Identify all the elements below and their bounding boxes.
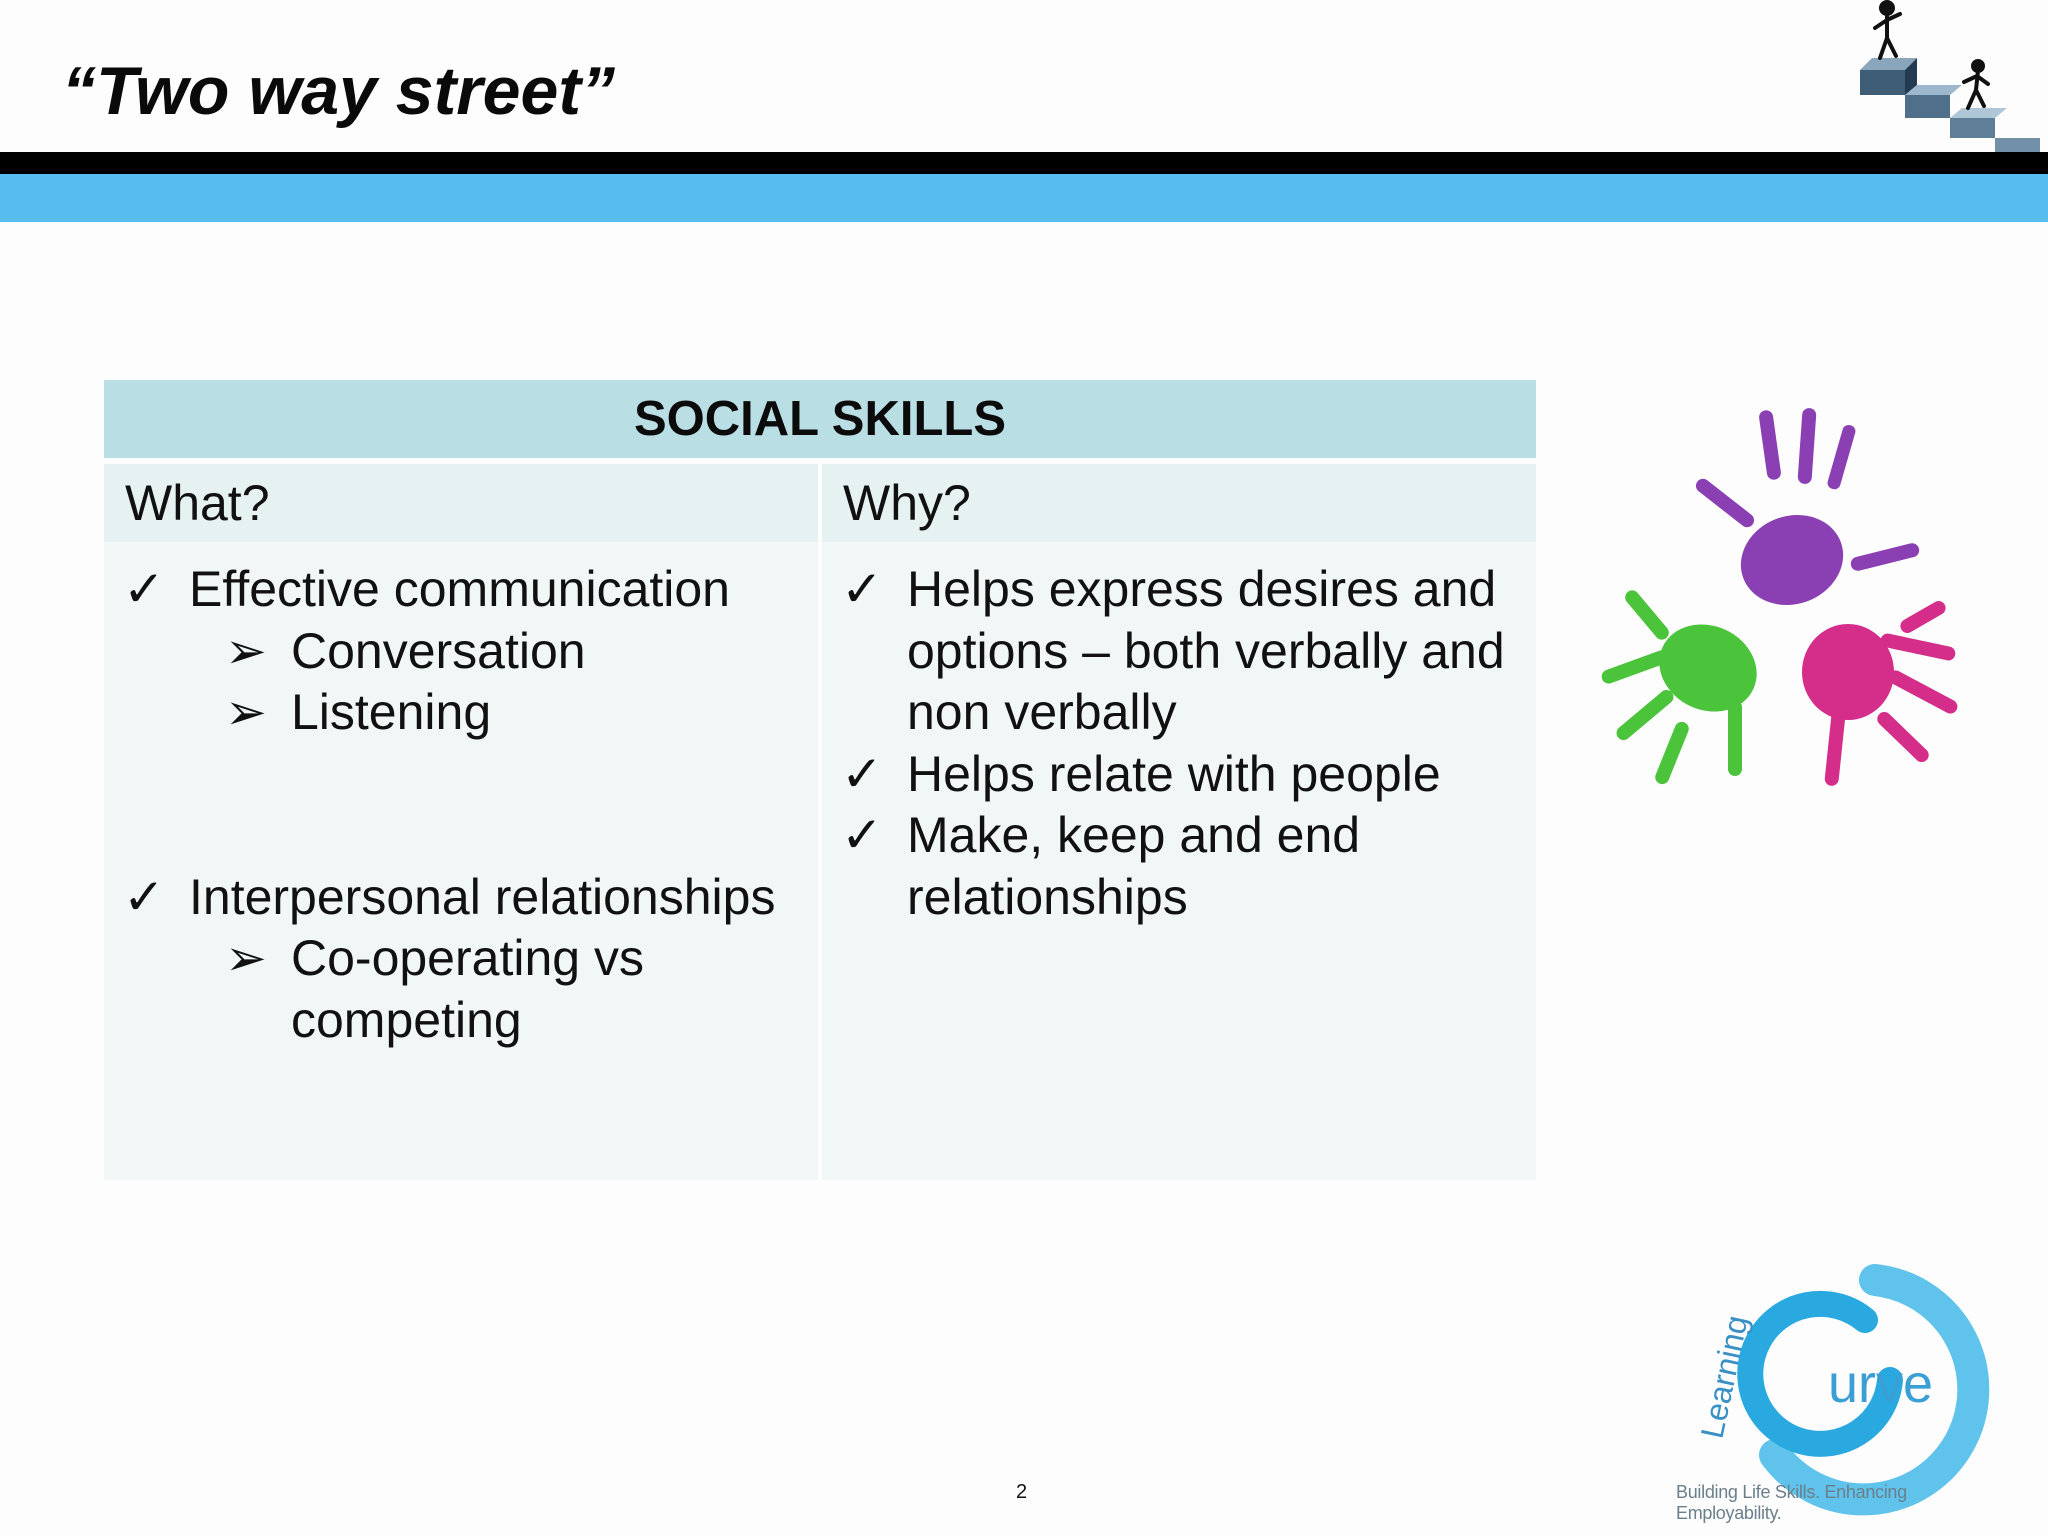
checkmark-icon: ✓: [123, 868, 165, 925]
logo-tagline: Building Life Skills. Enhancing Employab…: [1676, 1482, 1907, 1523]
sub-list-item-text: Co-operating vs competing: [291, 930, 644, 1048]
list-item-text: Interpersonal relationships: [189, 868, 776, 925]
checkmark-icon: ✓: [841, 807, 883, 863]
stairs-figures-image: [1860, 0, 2040, 152]
list-spacer: [105, 744, 817, 867]
arrow-bullet-icon: ➢: [225, 930, 267, 986]
list-item-text: Make, keep and end relationships: [907, 807, 1361, 925]
list-item: ✓ Helps relate with people: [823, 744, 1535, 806]
list-item: ✓ Helps express desires and options – bo…: [823, 559, 1535, 744]
title-underline-blue: [0, 174, 2048, 222]
what-list: ✓ Effective communication ➢ Conversation…: [105, 543, 817, 1051]
what-cell: ✓ Effective communication ➢ Conversation…: [104, 542, 822, 1180]
slide-title: “Two way street”: [62, 53, 615, 129]
checkmark-icon: ✓: [123, 561, 165, 617]
column-header-why: Why?: [822, 464, 1536, 542]
page-number: 2: [1016, 1481, 1028, 1503]
checkmark-icon: ✓: [841, 561, 883, 617]
sub-list-item: ➢ Co-operating vs competing: [105, 928, 817, 1051]
why-cell: ✓ Helps express desires and options – bo…: [822, 542, 1536, 1180]
column-header-what: What?: [104, 464, 822, 542]
learning-curve-logo: urve Learning: [1694, 1264, 1990, 1516]
list-item-text: Helps express desires and options – both…: [907, 561, 1505, 740]
list-item-text: Helps relate with people: [907, 745, 1441, 802]
social-skills-table: SOCIAL SKILLS What? Why? ✓ Effective com…: [104, 380, 1536, 1180]
table-header: SOCIAL SKILLS: [104, 380, 1536, 464]
title-underline-black: [0, 152, 2048, 174]
sub-list-item: ➢ Conversation: [105, 621, 817, 683]
list-item: ✓ Make, keep and end relationships: [823, 805, 1535, 928]
purple-handprint: [1695, 408, 1920, 606]
sub-list-item: ➢ Listening: [105, 682, 817, 744]
list-item-text: Effective communication: [189, 561, 730, 617]
arrow-bullet-icon: ➢: [225, 684, 267, 740]
list-item: ✓ Interpersonal relationships: [105, 867, 817, 929]
column-header-what-label: What?: [125, 475, 270, 531]
column-header-why-label: Why?: [843, 475, 971, 531]
checkmark-icon: ✓: [841, 745, 883, 802]
why-list: ✓ Helps express desires and options – bo…: [823, 543, 1535, 928]
arrow-bullet-icon: ➢: [225, 622, 267, 679]
sub-list-item-text: Listening: [291, 684, 492, 740]
logo-word-curve: urve: [1828, 1354, 1933, 1414]
sub-list-item-text: Conversation: [291, 622, 586, 679]
pink-handprint: [1802, 601, 1958, 786]
handprints-image: [1601, 408, 1958, 786]
green-handprint: [1601, 590, 1757, 785]
list-item: ✓ Effective communication: [105, 559, 817, 621]
